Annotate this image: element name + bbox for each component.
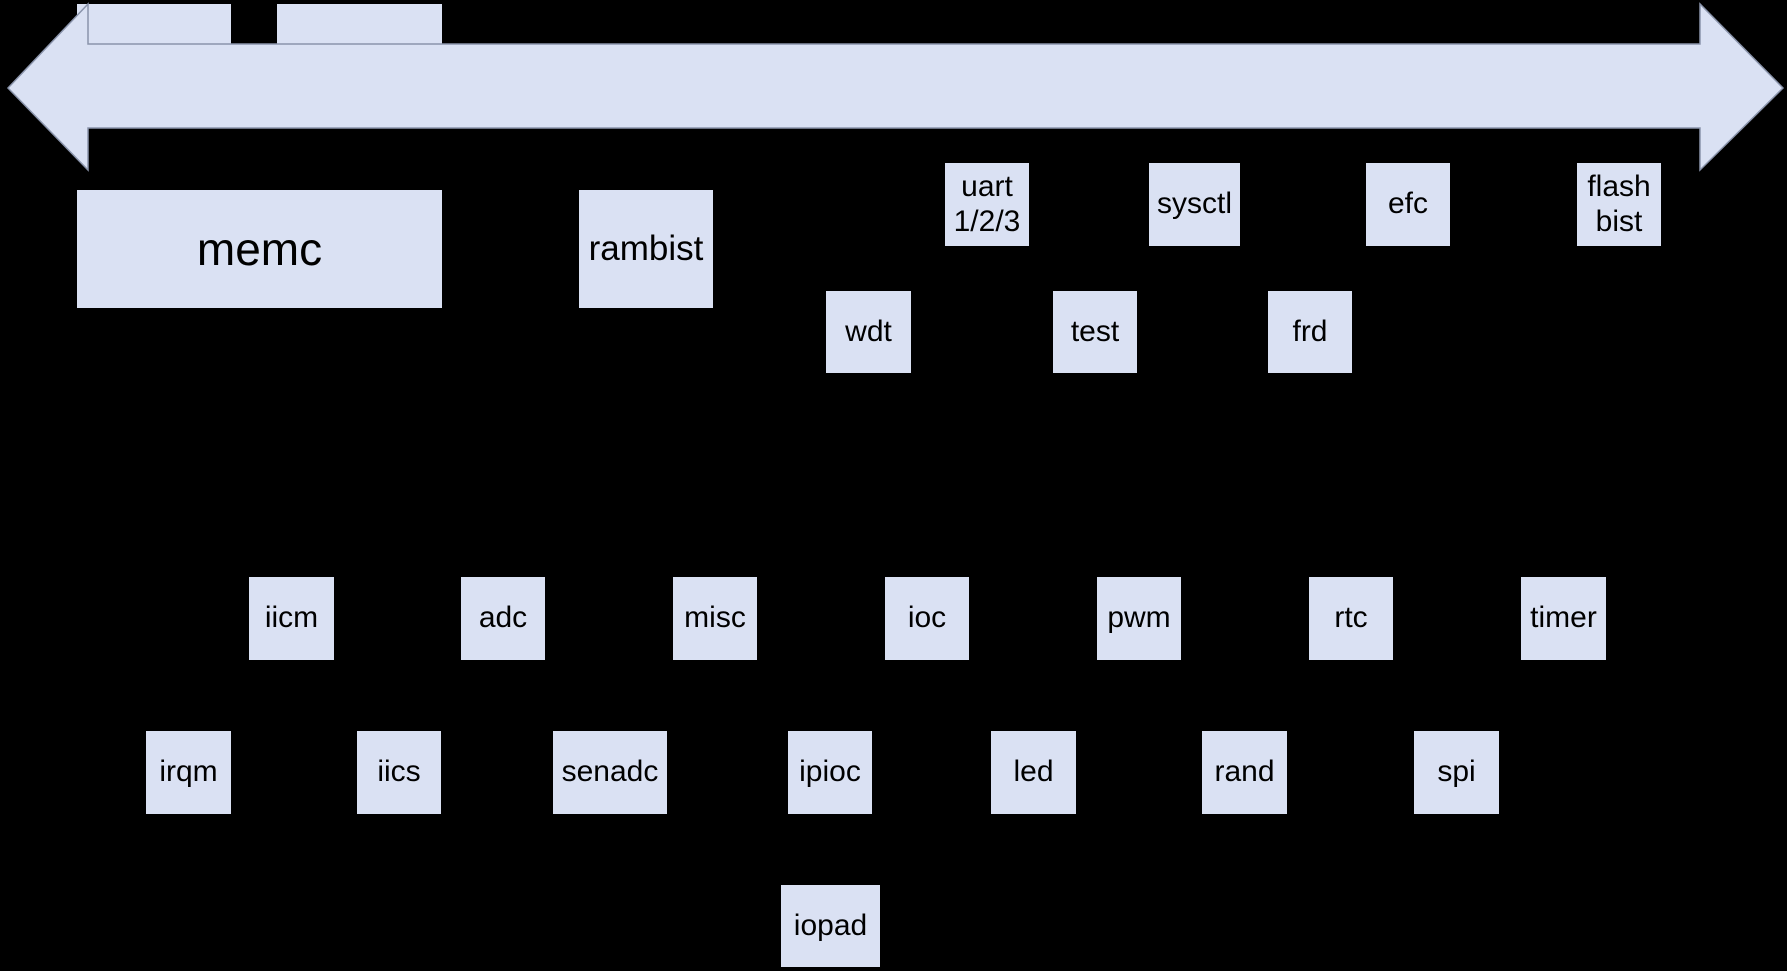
block-senadc: senadc	[553, 731, 667, 814]
block-ipioc: ipioc	[788, 731, 872, 814]
block-adc: adc	[461, 577, 545, 660]
block-rtc: rtc	[1309, 577, 1393, 660]
block-flash-bist: flash bist	[1577, 163, 1661, 246]
internal-bus	[6, 2, 1785, 172]
block-rambist: rambist	[579, 190, 713, 308]
block-iics: iics	[357, 731, 441, 814]
block-timer: timer	[1521, 577, 1606, 660]
block-pwm: pwm	[1097, 577, 1181, 660]
block-efc: efc	[1366, 163, 1450, 246]
internal-bus-label: Internal_Bus	[787, 439, 1001, 482]
bus-double-arrow-shape	[6, 2, 1785, 172]
block-uart-123: uart 1/2/3	[945, 163, 1029, 246]
block-irqm: irqm	[146, 731, 231, 814]
block-iicm: iicm	[249, 577, 334, 660]
block-led: led	[991, 731, 1076, 814]
block-test: test	[1053, 291, 1137, 373]
block-wdt: wdt	[826, 291, 911, 373]
block-iopad: iopad	[781, 885, 880, 967]
block-rand: rand	[1202, 731, 1287, 814]
block-misc: misc	[673, 577, 757, 660]
block-memc: memc	[77, 190, 442, 308]
block-spi: spi	[1414, 731, 1499, 814]
block-sysctl: sysctl	[1149, 163, 1240, 246]
block-frd: frd	[1268, 291, 1352, 373]
block-ioc: ioc	[885, 577, 969, 660]
